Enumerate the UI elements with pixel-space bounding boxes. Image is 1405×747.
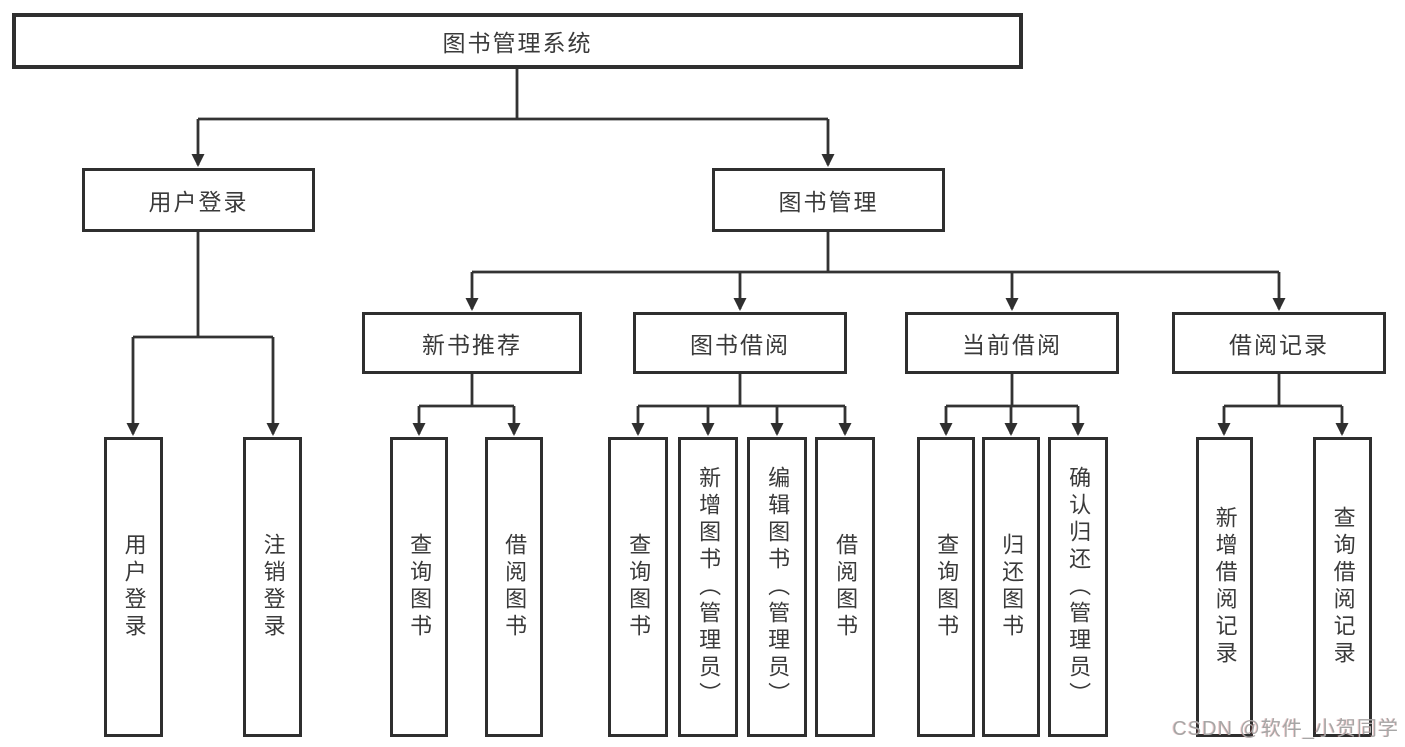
node-new-book-recommend: 新书推荐 [362, 312, 582, 374]
leaf-label: 归还图书 [999, 533, 1025, 641]
leaf-current-return-books: 归还图书 [982, 437, 1040, 737]
node-current-borrow: 当前借阅 [905, 312, 1119, 374]
leaf-label: 借阅图书 [502, 533, 528, 641]
node-book-management: 图书管理 [712, 168, 945, 232]
node-label: 图书管理 [778, 189, 879, 215]
leaf-borrow-add-books-admin: 新增图书（管理员） [678, 437, 738, 737]
leaf-user-login: 用户登录 [104, 437, 163, 737]
leaf-borrow-borrow-books: 借阅图书 [815, 437, 875, 737]
leaf-label: 新增借阅记录 [1212, 506, 1238, 668]
node-book-borrow: 图书借阅 [633, 312, 847, 374]
leaf-borrow-edit-books-admin: 编辑图书（管理员） [747, 437, 807, 737]
leaf-records-add-record: 新增借阅记录 [1196, 437, 1253, 737]
node-label: 借阅记录 [1229, 332, 1329, 358]
leaf-label: 查询图书 [626, 533, 652, 641]
leaf-recommend-borrow-books: 借阅图书 [485, 437, 543, 737]
node-label: 当前借阅 [962, 332, 1062, 358]
node-label: 新书推荐 [422, 332, 522, 358]
node-label: 图书借阅 [690, 332, 790, 358]
leaf-current-query-books: 查询图书 [917, 437, 975, 737]
leaf-recommend-query-books: 查询图书 [390, 437, 448, 737]
node-user-login: 用户登录 [82, 168, 315, 232]
node-borrow-records: 借阅记录 [1172, 312, 1386, 374]
leaf-records-query-record: 查询借阅记录 [1313, 437, 1372, 737]
leaf-label: 查询借阅记录 [1330, 506, 1356, 668]
leaf-logout-login: 注销登录 [243, 437, 302, 737]
leaf-label: 注销登录 [260, 533, 286, 641]
leaf-borrow-query-books: 查询图书 [608, 437, 668, 737]
node-label: 图书管理系统 [442, 30, 593, 56]
leaf-current-confirm-return-admin: 确认归还（管理员） [1048, 437, 1108, 737]
leaf-label: 借阅图书 [833, 533, 859, 641]
leaf-label: 用户登录 [121, 533, 147, 641]
leaf-label: 查询图书 [407, 533, 433, 641]
leaf-label: 确认归还（管理员） [1066, 465, 1092, 709]
leaf-label: 查询图书 [934, 533, 960, 641]
node-library-management-system: 图书管理系统 [12, 13, 1023, 69]
node-label: 用户登录 [148, 189, 249, 215]
leaf-label: 新增图书（管理员） [696, 465, 722, 709]
leaf-label: 编辑图书（管理员） [765, 465, 791, 709]
csdn-watermark: CSDN @软件_小贺同学 [1172, 718, 1399, 740]
